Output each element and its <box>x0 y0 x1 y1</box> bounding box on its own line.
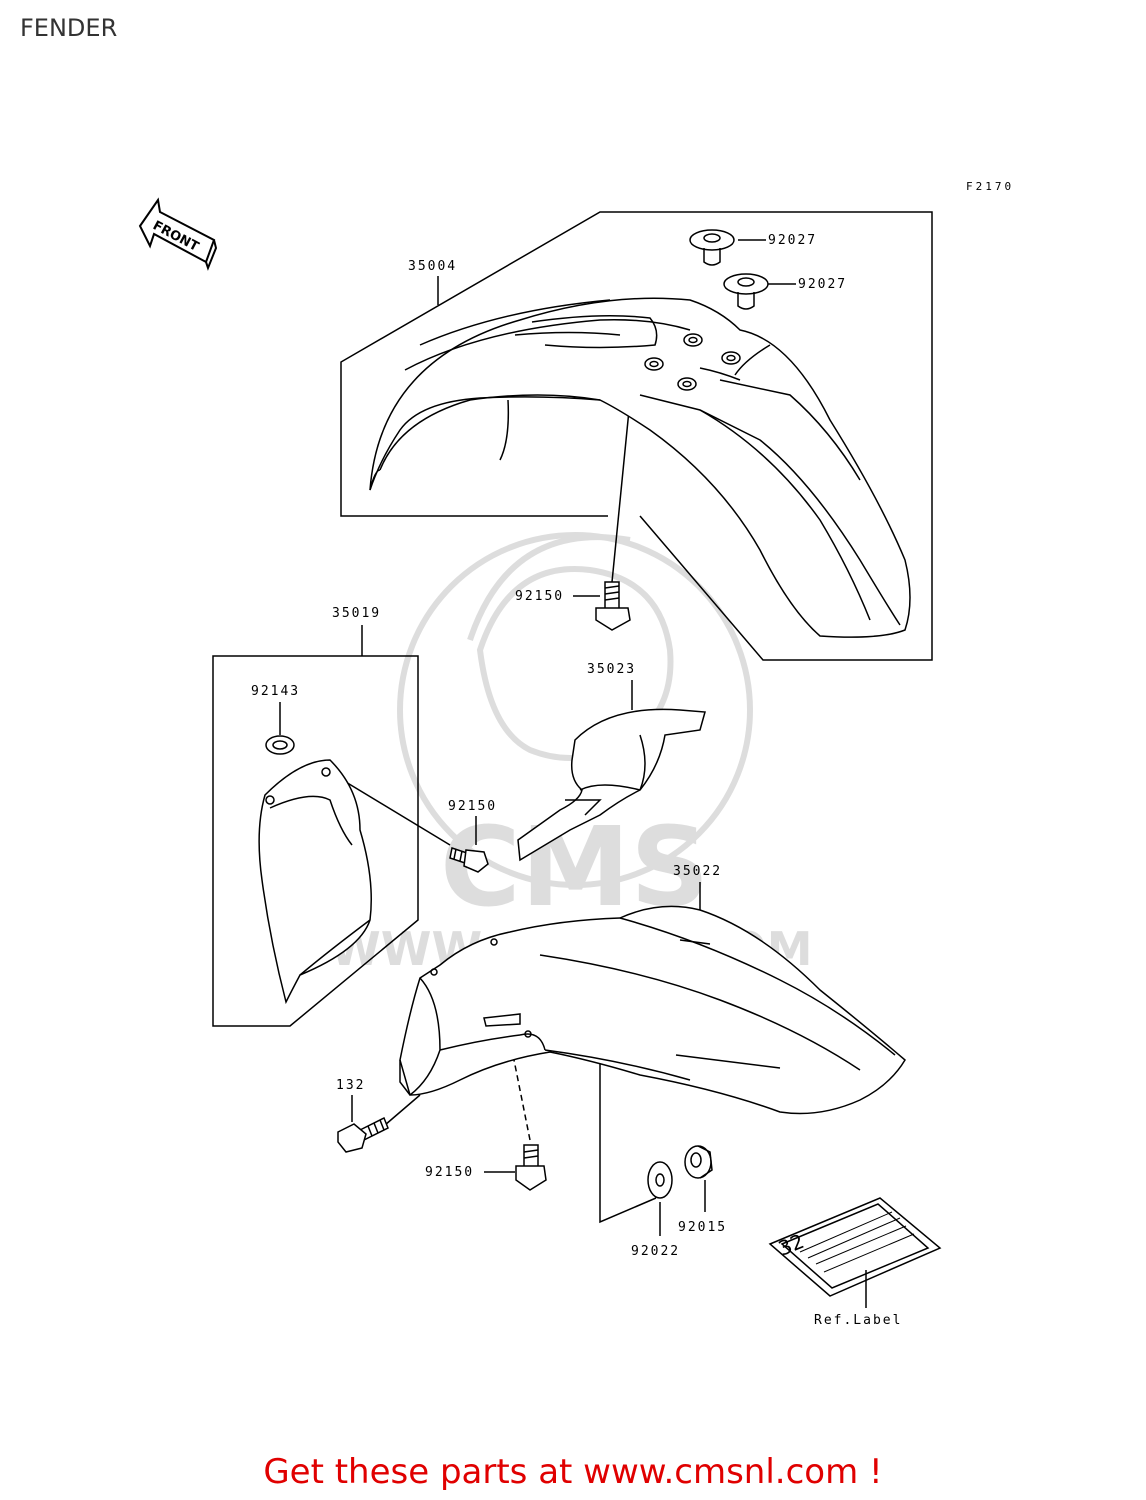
grommet-92027-b-icon <box>723 273 769 310</box>
watermark-ring <box>397 532 753 888</box>
rear-fender-group <box>337 882 906 1236</box>
part-label-92027-b: 92027 <box>798 277 847 292</box>
figure-code: F2170 <box>966 180 1014 193</box>
watermark-hair <box>467 534 631 641</box>
front-arrow-icon: FRONT <box>138 197 218 271</box>
part-label-35004: 35004 <box>408 259 457 274</box>
side-cover-35019 <box>258 759 372 1005</box>
side-cover-bracket <box>212 625 419 1027</box>
ref-label-stripes <box>799 1211 915 1273</box>
part-label-92150-a: 92150 <box>515 589 564 604</box>
washer-92022-icon <box>647 1161 673 1199</box>
rear-fender-35022 <box>399 905 906 1115</box>
footer-link[interactable]: Get these parts at www.cmsnl.com ! <box>263 1452 883 1492</box>
bolt-92150-front-icon <box>595 581 631 631</box>
leader-132-bolt <box>384 1094 421 1126</box>
part-label-92022: 92022 <box>631 1244 680 1259</box>
grommet-92143-icon <box>265 735 295 755</box>
part-label-35019: 35019 <box>332 606 381 621</box>
nut-92015-icon <box>684 1145 713 1179</box>
flap-35023 <box>517 680 706 862</box>
grommet-92027-a-icon <box>689 229 735 266</box>
bolt-132-icon <box>337 1116 389 1153</box>
parts-diagram: CMS WWW.CMSNL.COM F2170 FRONT <box>138 180 1014 1328</box>
side-cover-group <box>212 625 489 1027</box>
rear-fender-bracket <box>599 1066 657 1224</box>
part-label-35023: 35023 <box>587 662 636 677</box>
part-label-132: 132 <box>336 1078 365 1093</box>
watermark-face <box>476 566 674 761</box>
bolt-92150-side-icon <box>449 847 489 873</box>
part-label-35022: 35022 <box>673 864 722 879</box>
front-fender-group <box>340 211 933 661</box>
front-fender <box>369 297 911 638</box>
watermark: CMS WWW.CMSNL.COM <box>330 532 813 976</box>
part-label-92015: 92015 <box>678 1220 727 1235</box>
part-label-92143: 92143 <box>251 684 300 699</box>
ref-label-group: 32 <box>768 1197 942 1308</box>
part-label-92150-c: 92150 <box>425 1165 474 1180</box>
front-fender-bracket <box>340 211 933 661</box>
page-title: FENDER <box>20 14 118 42</box>
part-label-92027-a: 92027 <box>768 233 817 248</box>
part-label-92150-b: 92150 <box>448 799 497 814</box>
bolt-92150-rear-icon <box>515 1144 547 1191</box>
part-label-ref-label: Ref.Label <box>814 1313 902 1328</box>
leader-92150a-vertical <box>611 399 631 583</box>
